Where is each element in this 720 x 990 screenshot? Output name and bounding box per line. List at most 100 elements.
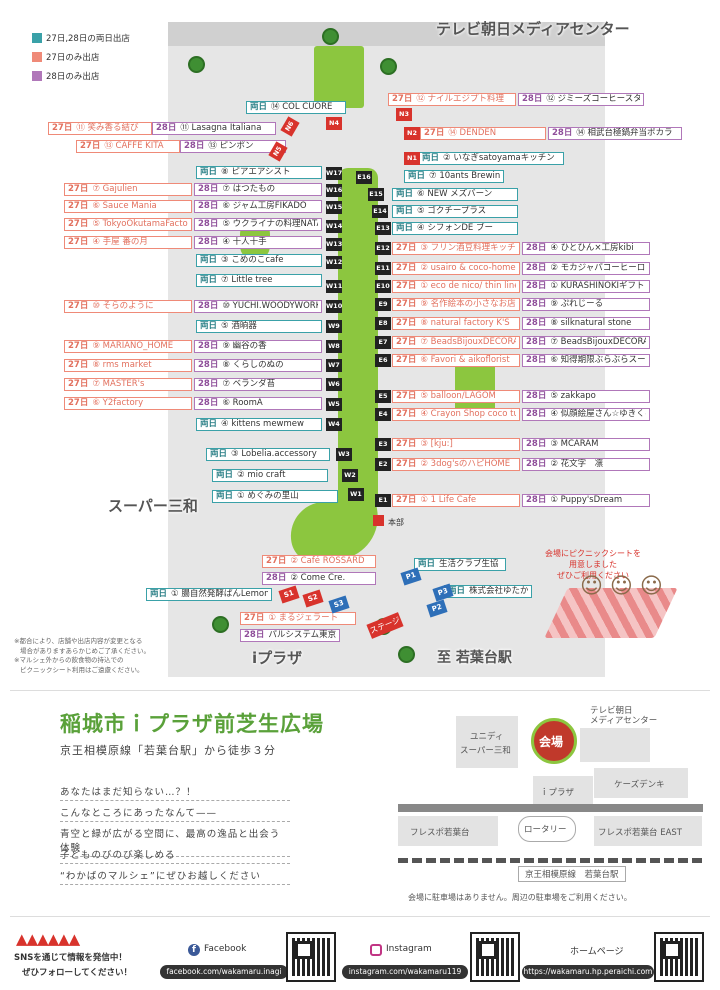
homepage-label: ホームページ — [570, 947, 624, 957]
booth-name: ⑧ natural factory K'S — [420, 318, 510, 328]
booth-code-e15: E15 — [368, 188, 384, 201]
booth-name: ② 花文字 凛 — [550, 459, 604, 469]
booth-day: 28日 — [198, 341, 219, 351]
booth-day: 27日 — [396, 281, 417, 291]
booth-day: 28日 — [198, 379, 219, 389]
homepage-url[interactable]: https://wakamaru.hp.peraichi.com — [522, 965, 654, 979]
booth-code-w12: W12 — [326, 256, 342, 269]
picnic-line: 会場にピクニックシートを — [545, 549, 641, 558]
booth-day: 28日 — [552, 128, 573, 138]
station-direction-label: 至 若葉台駅 — [437, 650, 512, 666]
booth-name: ② Come Cre. — [290, 573, 346, 583]
legend-item-28: 28日のみ出店 — [32, 66, 130, 85]
booth-name: ⑫ ナイルエジプト料理 — [416, 94, 505, 104]
booth-day: 27日 — [80, 141, 101, 151]
booth-name: ⑪ Lasagna Italiana — [180, 123, 262, 133]
booth-day: 両日 — [216, 491, 234, 501]
booth-day: 28日 — [198, 219, 219, 229]
booth-day: 28日 — [266, 573, 287, 583]
note-line: ピクニックシート利用はご遠慮ください。 — [20, 665, 144, 674]
booth-day: 両日 — [210, 449, 228, 459]
booth-day: 28日 — [198, 201, 219, 211]
booth-day: 27日 — [392, 94, 413, 104]
booth-code-w5: W5 — [326, 398, 342, 411]
tree-6 — [212, 616, 229, 633]
facebook-qr — [286, 932, 336, 982]
note-line: 場合がありますあらかじめご了承ください。 — [20, 646, 150, 655]
tagline-5: “わかばのマルシェ”にぜひお越しください — [60, 868, 290, 885]
booth-day: 27日 — [396, 459, 417, 469]
booth-code-e1: E1 — [375, 494, 391, 507]
booth-day: 27日 — [68, 341, 89, 351]
booth-code-n2: N2 — [404, 127, 420, 140]
booth-label: 両日生活クラブ生協 — [414, 558, 506, 571]
booth-code-w7: W7 — [326, 359, 342, 372]
booth-day: 両日 — [200, 419, 218, 429]
booth-name: ⑦ Gajulien — [92, 184, 138, 194]
booth-day: 両日 — [422, 153, 440, 163]
kaijo-label: 会場 — [539, 735, 564, 749]
booth-code-e12: E12 — [375, 242, 391, 255]
booth-name: ② いなぎsatoyamaキッチン — [443, 153, 555, 163]
booth-day: 28日 — [156, 123, 177, 133]
booth-day: 両日 — [150, 589, 168, 599]
booth-name: ⑥ Sauce Mania — [92, 201, 157, 211]
booth-name: ② 3dog'sのハピHOME — [420, 459, 511, 469]
booth-day: 両日 — [396, 223, 414, 233]
booth-day: 28日 — [526, 391, 547, 401]
venue-access: 京王相模原線「若葉台駅」から徒歩３分 — [60, 744, 276, 757]
booth-name: ⑥ ジャム工房FIKADO — [222, 201, 307, 211]
booth-day: 27日 — [68, 360, 89, 370]
booth-name: ⑤ TokyoOkutamaFactory — [92, 219, 188, 229]
instagram-label: Instagram — [386, 944, 432, 954]
booth-code-e11: E11 — [375, 262, 391, 275]
booth-day: 28日 — [526, 495, 547, 505]
booth-name: ④ 手屋 番の月 — [92, 237, 148, 247]
sns-text-1: SNSを通じて情報を発信中！ — [14, 953, 127, 963]
booth-name: ⑬ ピンポン — [208, 141, 254, 151]
booth-day: 28日 — [526, 409, 547, 419]
booth-code-e5: E5 — [375, 390, 391, 403]
booth-name: ⑩ YUCHI.WOODYWORKS — [222, 301, 318, 311]
booth-day: 28日 — [184, 141, 205, 151]
booth-name: ② mio craft — [237, 470, 286, 480]
booth-day: 27日 — [396, 439, 417, 449]
booth-name: ⑤ balloon/LAGOM — [420, 391, 496, 401]
booth-code-e16: E16 — [356, 171, 372, 184]
fresta-east-label: フレスポ若葉台 EAST — [598, 828, 682, 838]
booth-day: 28日 — [526, 263, 547, 273]
booth-name: ④ 十人十手 — [222, 237, 267, 247]
booth-day: 27日 — [68, 201, 89, 211]
booth-code-n1: N1 — [404, 152, 420, 165]
booth-day: 28日 — [198, 301, 219, 311]
booth-name: ⑦ BeadsBijouxDECORA/atelierT-tree — [550, 337, 646, 347]
instagram-url[interactable]: instagram.com/wakamaru119 — [342, 965, 468, 979]
booth-day: 27日 — [396, 337, 417, 347]
booth-day: 28日 — [526, 459, 547, 469]
booth-code-w10: W10 — [326, 300, 342, 313]
booth-code-w14: W14 — [326, 220, 342, 233]
booth-code-w16: W16 — [326, 184, 342, 197]
booth-code-w9: W9 — [326, 320, 342, 333]
booth-day: 27日 — [396, 243, 417, 253]
facebook-url[interactable]: facebook.com/wakamaru.inagi — [160, 965, 288, 979]
